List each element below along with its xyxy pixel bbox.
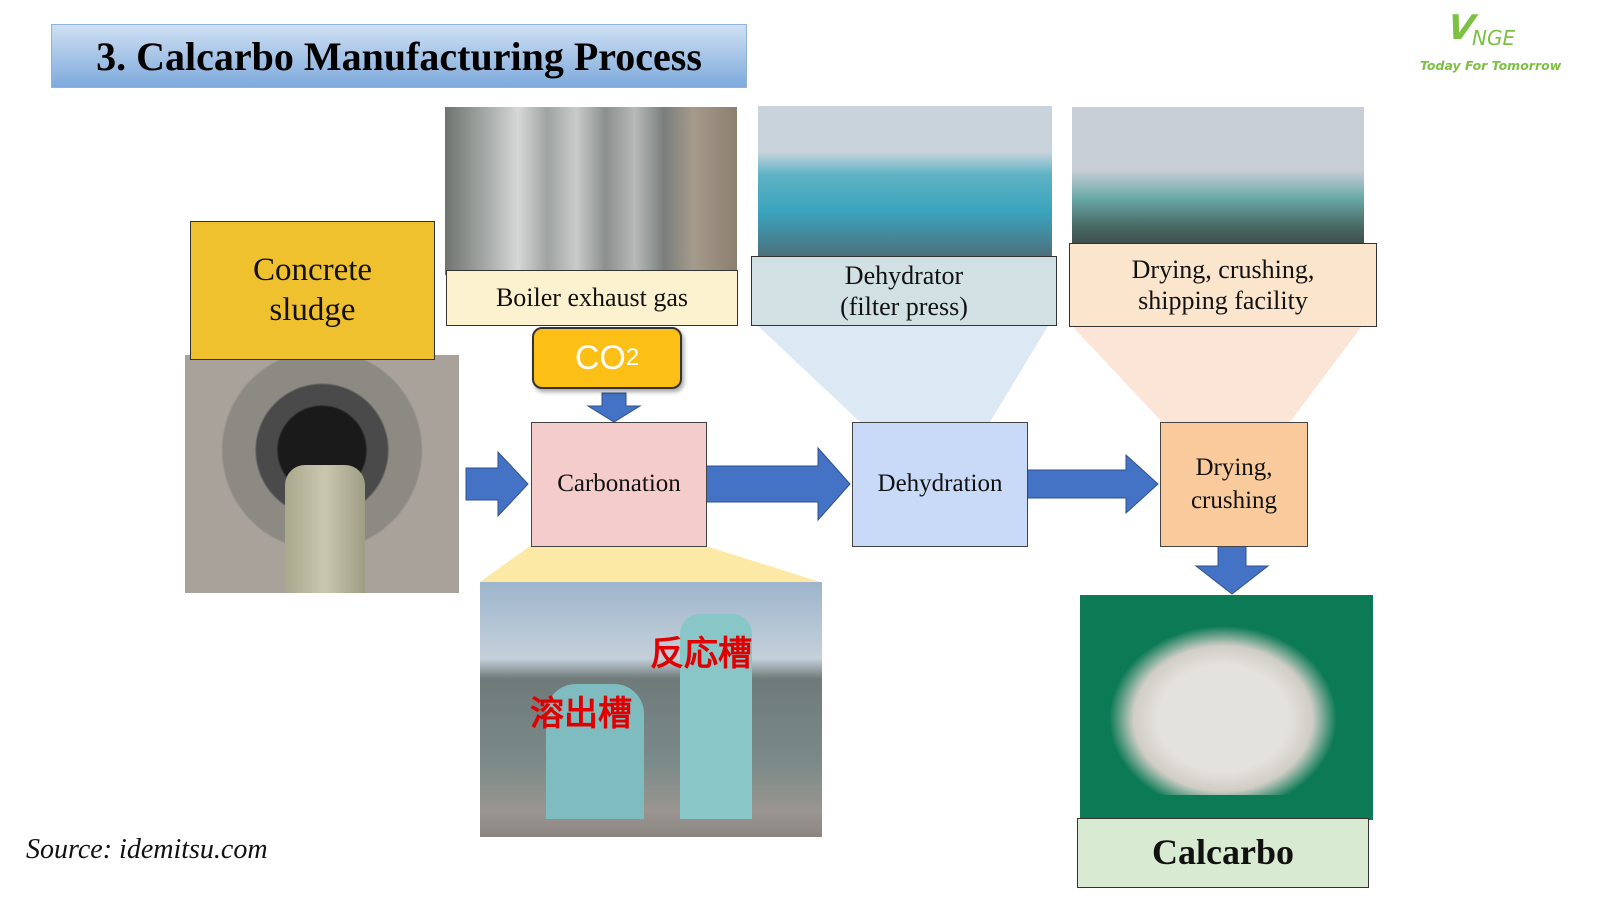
- concrete-sludge-label: Concrete sludge: [190, 221, 435, 360]
- drying-facility-callout: [1072, 326, 1362, 422]
- elution-tank-label: 溶出槽: [530, 694, 632, 734]
- carbonation-callout: [480, 546, 820, 582]
- logo-nge: NGE: [1472, 26, 1516, 50]
- elution-tank: [546, 684, 644, 819]
- process-step-carbonation: Carbonation: [531, 422, 707, 547]
- drying-facility-photo: [1072, 107, 1364, 247]
- arrow-carbonation-to-dehydration: [705, 446, 851, 522]
- calcarbo-product-label: Calcarbo: [1077, 818, 1369, 888]
- source-citation: Source: idemitsu.com: [26, 834, 268, 865]
- dehydrator-photo: [758, 106, 1052, 258]
- reaction-tank-label: 反応槽: [650, 634, 752, 674]
- powder-pile: [1108, 625, 1338, 795]
- arrow-co2-to-carbonation: [586, 392, 642, 423]
- logo-tagline: Today For Tomorrow: [1420, 58, 1562, 73]
- process-step-dehydration: Dehydration: [852, 422, 1028, 547]
- concrete-sludge-photo: [185, 355, 459, 593]
- drying-shipping-facility-label: Drying, crushing, shipping facility: [1069, 243, 1377, 327]
- reaction-tank: [680, 614, 752, 819]
- slide-title-banner: 3. Calcarbo Manufacturing Process: [51, 24, 747, 88]
- dehydrator-callout: [758, 326, 1048, 422]
- sludge-flow: [285, 465, 365, 593]
- calcarbo-powder-photo: [1080, 595, 1373, 820]
- vnge-logo: V NGE Today For Tomorrow: [1420, 6, 1590, 76]
- slide-title: 3. Calcarbo Manufacturing Process: [96, 33, 702, 79]
- arrow-sludge-to-carbonation: [465, 450, 529, 518]
- arrow-dehydration-to-drying: [1026, 453, 1159, 515]
- boiler-exhaust-gas-label: Boiler exhaust gas: [446, 270, 738, 326]
- carbonation-plant-photo: 反応槽 溶出槽: [480, 582, 822, 837]
- boiler-photo: [445, 107, 737, 275]
- process-step-drying-crushing: Drying, crushing: [1160, 422, 1308, 547]
- dehydrator-filter-press-label: Dehydrator (filter press): [751, 256, 1057, 326]
- arrow-drying-to-product: [1194, 545, 1270, 595]
